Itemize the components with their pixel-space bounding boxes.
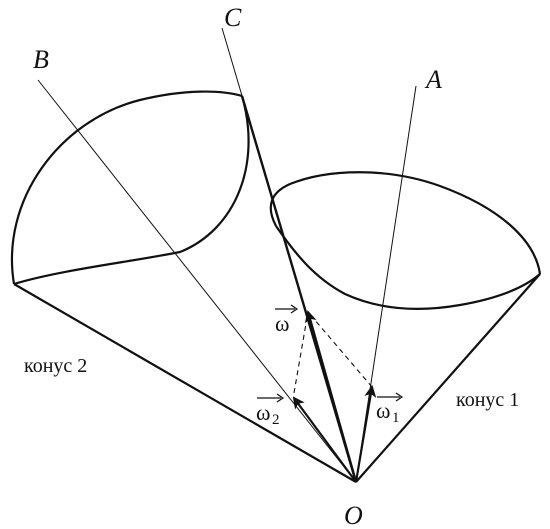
label-a: A xyxy=(424,65,442,94)
label-o: O xyxy=(344,501,363,529)
omega-2-overarrow-head xyxy=(276,393,285,403)
label-omega: ω xyxy=(275,304,299,336)
cone-1 xyxy=(269,171,542,483)
cone-2 xyxy=(10,90,357,483)
cone-2-outer-ellipse xyxy=(10,90,243,285)
omega-overarrow-head xyxy=(290,304,299,314)
label-omega-1: ω 1 xyxy=(376,392,404,426)
label-cone-2: конус 2 xyxy=(24,355,87,377)
axis-line-b xyxy=(37,79,357,483)
omega-1-symbol: ω xyxy=(376,398,390,423)
cone-2-inner-ellipse xyxy=(13,95,250,286)
omega-symbol: ω xyxy=(275,311,289,336)
cone-1-upper-ellipse xyxy=(269,171,542,275)
omega-1-subscript: 1 xyxy=(392,410,400,426)
omega-2-subscript: 2 xyxy=(272,412,280,428)
omega-1-overarrow-head xyxy=(395,392,404,402)
label-b: B xyxy=(33,45,49,74)
dashed-omega1-to-omega xyxy=(307,311,373,388)
omega-2-symbol: ω xyxy=(256,400,270,425)
cone-1-lower-ellipse xyxy=(275,225,541,310)
omega-vector xyxy=(304,310,358,483)
axis-line-a xyxy=(355,85,417,483)
cone-1-right-generatrix xyxy=(355,273,541,483)
dashed-omega2-to-omega xyxy=(293,311,309,394)
label-c: C xyxy=(224,3,242,32)
label-omega-2: ω 2 xyxy=(256,393,285,428)
omega-1-vector xyxy=(354,385,377,483)
cone-2-left-generatrix xyxy=(13,283,357,483)
omega-2-vector xyxy=(292,396,357,483)
label-cone-1: конус 1 xyxy=(456,389,519,411)
